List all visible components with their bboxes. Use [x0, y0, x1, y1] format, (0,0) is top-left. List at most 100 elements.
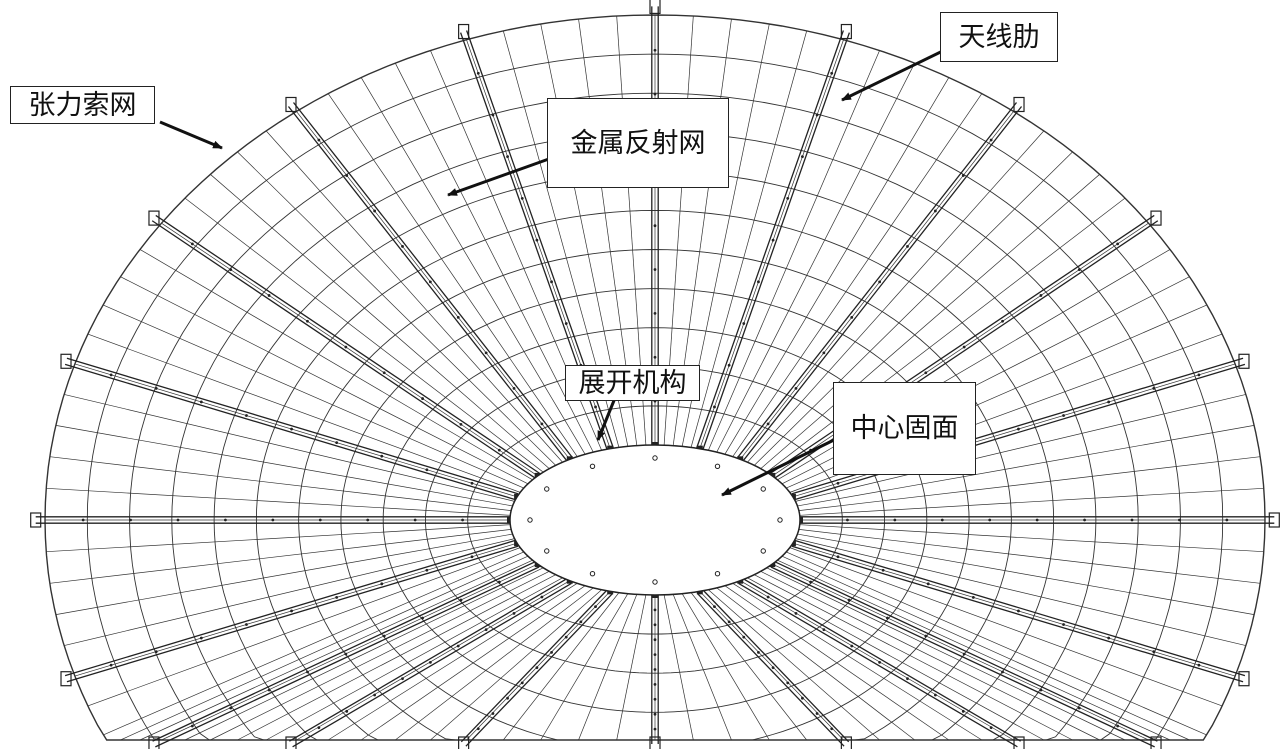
- rib-rivet: [190, 724, 194, 728]
- rib-tip-bracket: [285, 736, 297, 749]
- mesh-spoke: [327, 583, 578, 741]
- mesh-spoke: [394, 62, 594, 453]
- rib-rivet: [653, 668, 657, 671]
- rib-rivet: [290, 609, 293, 613]
- rib-rivet: [653, 355, 657, 359]
- mesh-spoke: [616, 594, 647, 741]
- rib-rivet: [653, 712, 657, 716]
- label-text: 张力索网: [28, 89, 137, 121]
- mesh-spoke: [795, 538, 1246, 646]
- rib-rivet: [456, 644, 460, 648]
- mesh-spoke: [681, 593, 770, 741]
- rib-edge: [64, 539, 517, 677]
- rib-tip-bracket: [458, 23, 470, 40]
- mesh-spoke: [663, 594, 694, 741]
- mesh-spoke: [395, 587, 594, 741]
- rib-rivet: [267, 688, 271, 692]
- rib-edge: [770, 566, 1155, 748]
- mesh-spoke: [296, 580, 570, 741]
- hub-bolt: [760, 548, 766, 554]
- rib-edge: [151, 220, 537, 480]
- rib-rivet: [512, 611, 516, 615]
- rib-rivet: [1017, 427, 1020, 431]
- rib-rivet: [1178, 518, 1181, 522]
- mesh-spoke: [540, 593, 629, 741]
- mesh-spoke: [690, 592, 807, 741]
- label-metal-reflective-mesh: 金属反射网: [547, 98, 729, 188]
- rib-rivet: [1152, 386, 1156, 390]
- mesh-spoke: [237, 151, 556, 466]
- rib-edge: [465, 593, 613, 747]
- rib-rivet: [766, 422, 770, 426]
- hub-bolt: [589, 463, 596, 470]
- rib-rivet: [794, 386, 798, 390]
- rib-rivet: [961, 174, 965, 177]
- rib-rivet: [713, 405, 716, 409]
- mesh-spoke: [266, 577, 563, 741]
- mesh-spoke: [139, 559, 533, 741]
- label-text: 金属反射网: [570, 127, 706, 159]
- rib-rivet: [129, 518, 132, 522]
- mesh-spoke: [672, 594, 732, 741]
- rib-rivet: [401, 677, 404, 681]
- rib-rivet: [742, 635, 746, 639]
- mesh-spoke: [360, 585, 586, 741]
- mesh-spoke: [327, 93, 578, 457]
- hub-bolt: [714, 463, 721, 470]
- rib-rivet: [653, 638, 657, 642]
- rib-rivet: [653, 224, 657, 228]
- mesh-spoke: [754, 151, 1073, 466]
- hub-bolt: [527, 517, 533, 523]
- rib-rivet: [491, 712, 495, 715]
- mesh-spoke: [792, 542, 1236, 677]
- rib-rivet: [428, 280, 432, 284]
- rib-rivet: [878, 280, 882, 284]
- rib-tip-bracket: [1238, 353, 1250, 369]
- arrow-center-fixed-surface: [721, 436, 839, 497]
- arrow-deployment-mechanism: [596, 397, 617, 441]
- rib-rivet: [335, 595, 339, 599]
- rib-rivet: [594, 405, 597, 409]
- rib-rivet: [1077, 706, 1081, 710]
- hub-bolt: [714, 570, 721, 577]
- rib-rivet: [271, 518, 275, 522]
- arrow-antenna-rib: [841, 43, 956, 102]
- rib-edge: [287, 106, 568, 462]
- rib-rivet: [653, 92, 657, 96]
- mesh-spoke: [296, 111, 571, 460]
- rib-tip-bracket: [1268, 512, 1280, 528]
- rib-rivet: [1062, 623, 1065, 626]
- rib-rivet: [540, 422, 544, 426]
- rib-rivet: [290, 427, 293, 431]
- rib-rivet: [926, 582, 930, 586]
- mesh-spoke: [766, 567, 1126, 741]
- mesh-spoke: [798, 456, 1261, 511]
- mesh-spoke: [49, 456, 512, 511]
- label-text: 天线肋: [958, 21, 1040, 53]
- mesh-spoke: [798, 529, 1261, 584]
- hub-bolt: [652, 579, 658, 585]
- rib-rivet: [564, 322, 568, 325]
- rib-rivet: [373, 693, 377, 697]
- rib-rivet: [154, 650, 158, 654]
- rib-rivet: [1001, 319, 1004, 323]
- mesh-spoke: [184, 567, 544, 741]
- rib-rivet: [653, 608, 657, 612]
- rib-rivet: [961, 709, 965, 713]
- rib-tip-bracket: [148, 736, 160, 749]
- rib-edge: [64, 363, 517, 501]
- rib-rivet: [199, 636, 203, 640]
- rib-rivet: [727, 363, 731, 367]
- mesh-spoke: [795, 394, 1246, 502]
- hub-bolt: [652, 455, 658, 461]
- rib-rivet: [245, 414, 248, 417]
- rib-edge: [697, 593, 845, 747]
- rib-rivet: [520, 196, 524, 200]
- hub-bolt: [589, 570, 596, 577]
- rib-rivet: [653, 48, 657, 52]
- rib-rivet: [653, 623, 657, 627]
- rib-rivet: [318, 518, 322, 522]
- rib-rivet: [794, 611, 798, 615]
- mesh-spoke: [265, 130, 563, 463]
- label-text: 中心固面: [850, 413, 959, 444]
